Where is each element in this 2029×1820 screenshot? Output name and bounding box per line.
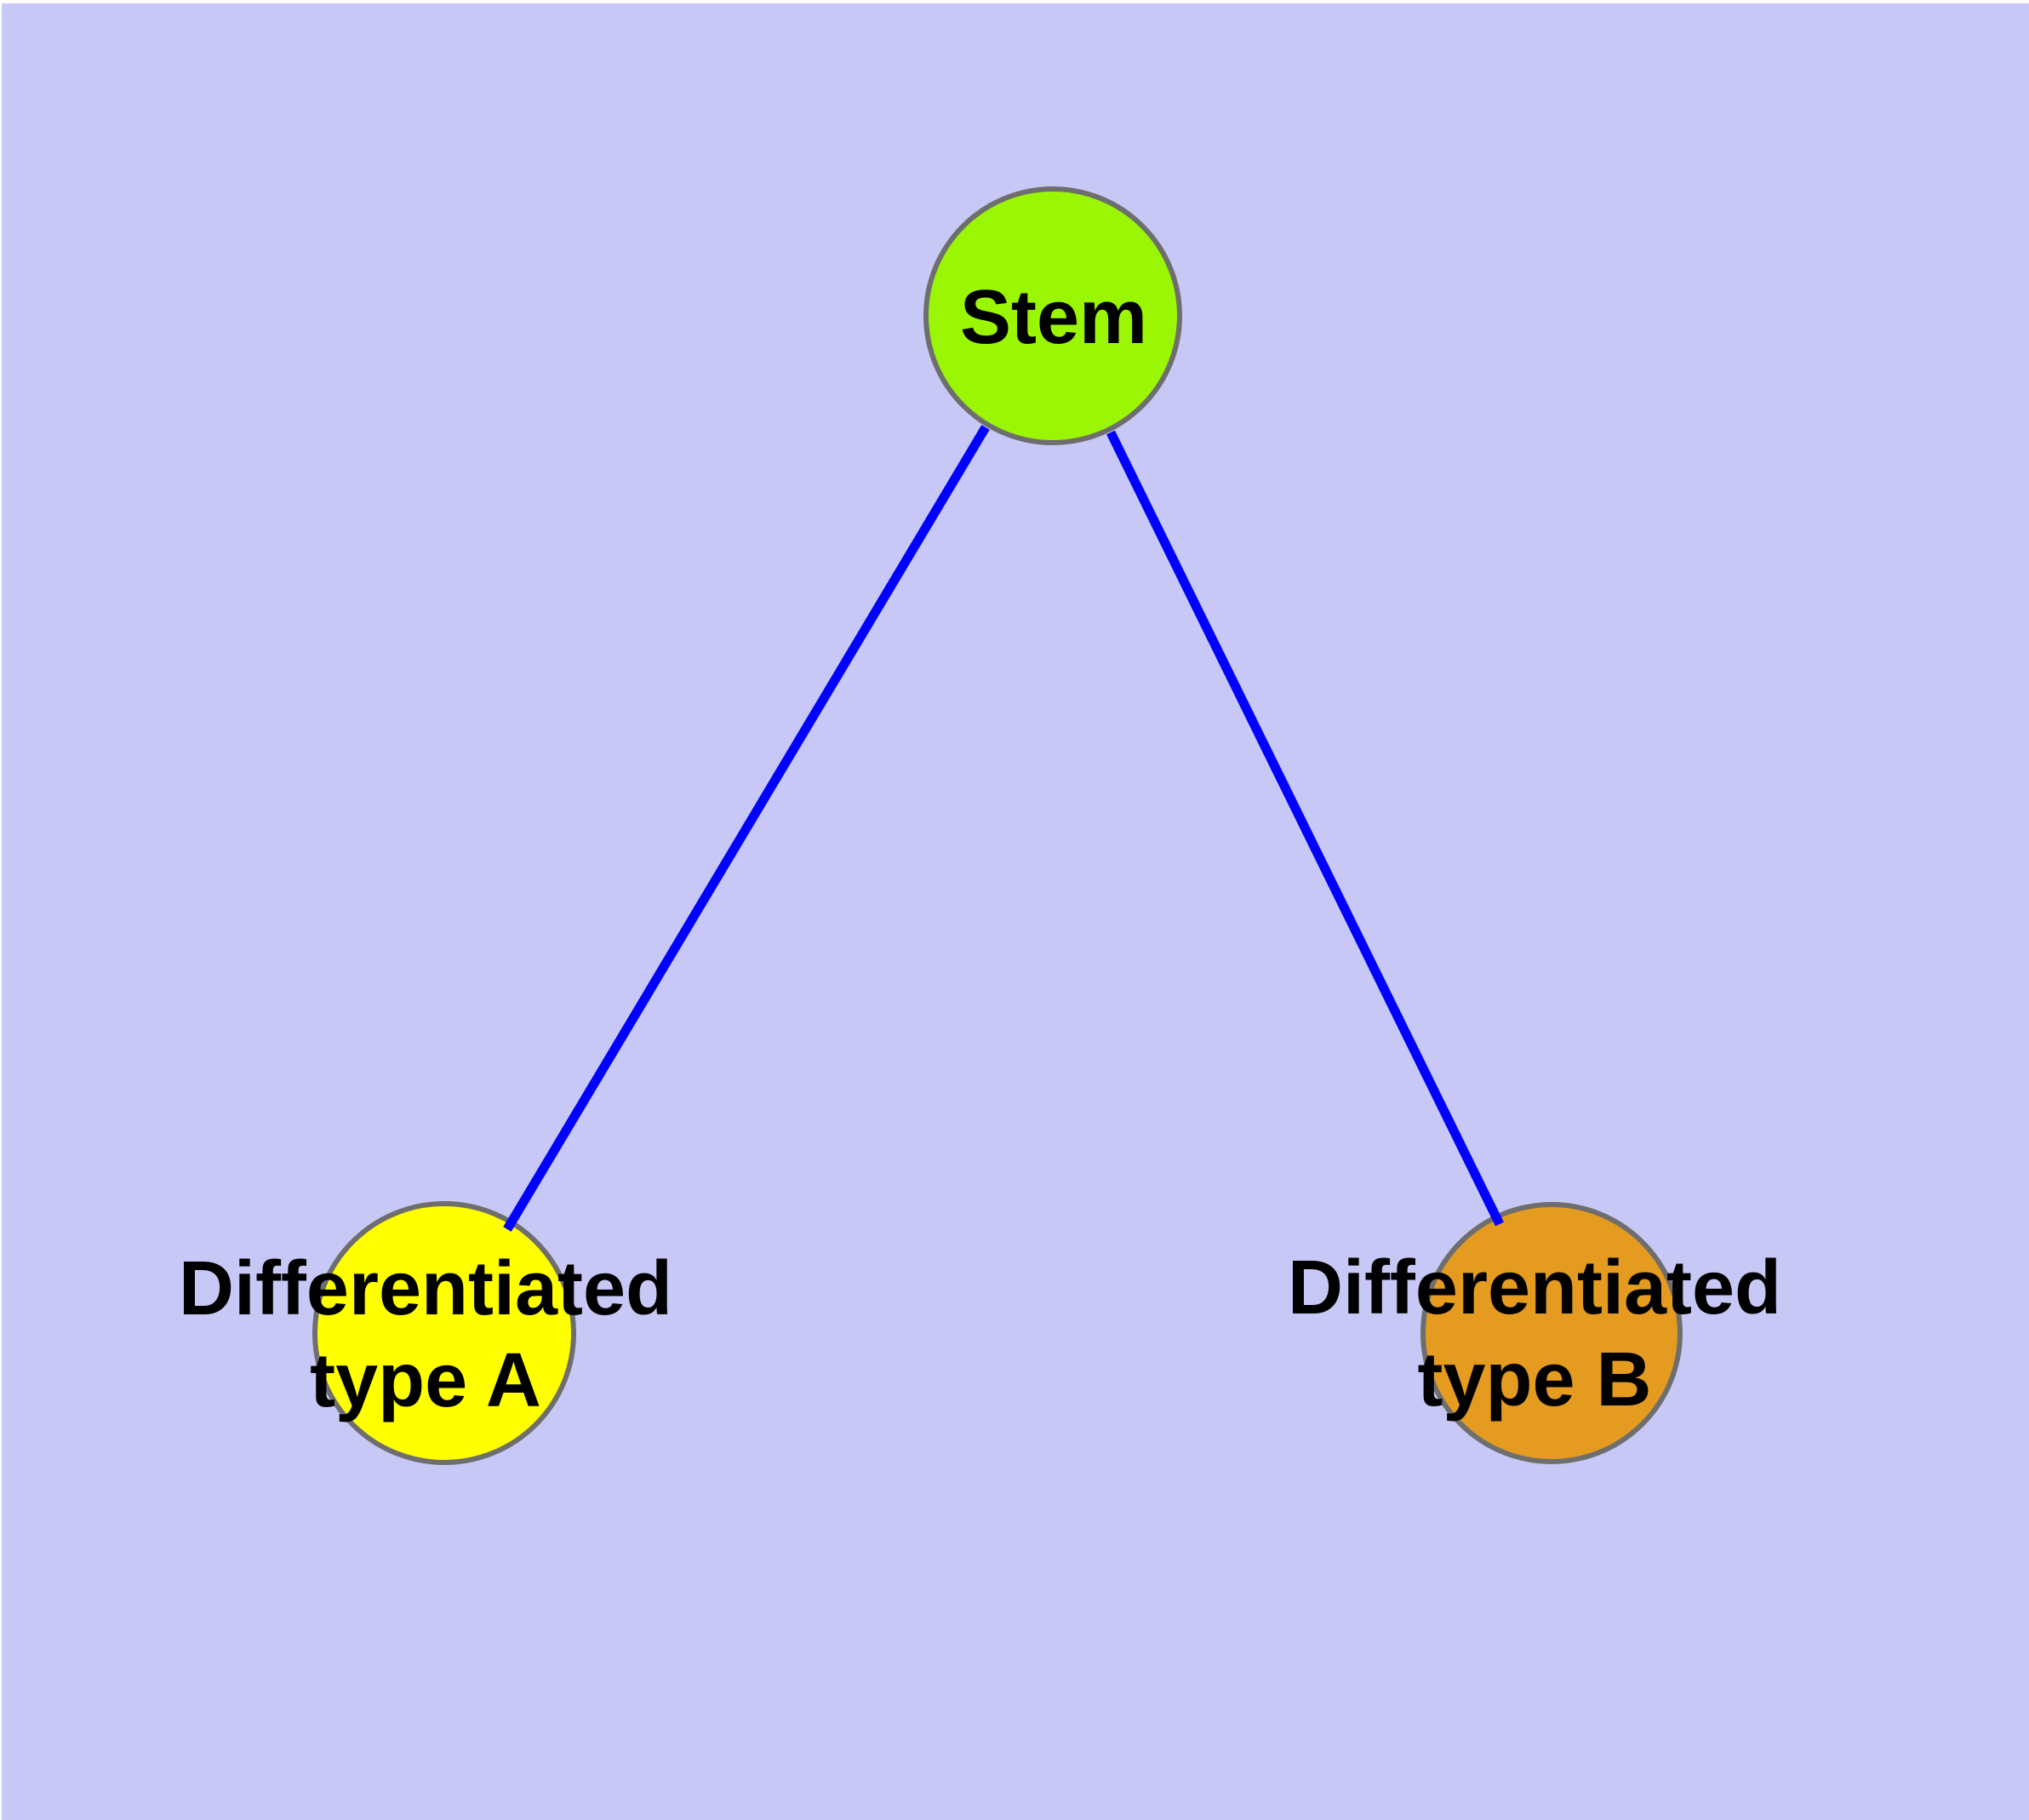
node-stem-label: Stem <box>960 275 1147 360</box>
edge-stem-to-type-a <box>503 425 990 1232</box>
node-differentiated-type-a[interactable] <box>312 1201 576 1465</box>
node-stem[interactable] <box>923 186 1182 445</box>
node-type-b-label-line2: type B <box>1417 1337 1651 1422</box>
node-type-a-label-line1: Differentiated <box>179 1246 672 1331</box>
node-differentiated-type-b[interactable] <box>1420 1202 1683 1464</box>
node-type-a-label-line2: type A <box>310 1338 541 1423</box>
edge-stem-to-type-b <box>1106 430 1504 1227</box>
node-type-b-label-line1: Differentiated <box>1288 1245 1781 1331</box>
